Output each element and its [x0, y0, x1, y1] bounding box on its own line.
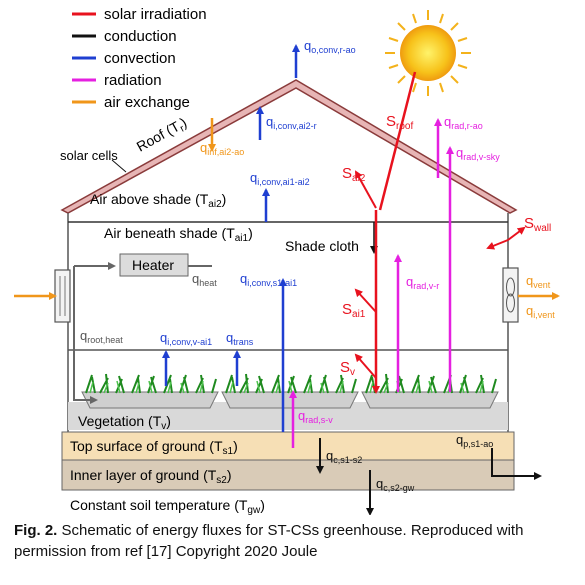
legend-label-solar: solar irradiation — [104, 6, 207, 23]
q-root-heat-label: qroot,heat — [80, 328, 123, 345]
legend-label-convection: convection — [104, 50, 176, 67]
air-beneath-label: Air beneath shade (Tai1) — [104, 225, 253, 244]
inner-ground-layer — [61, 459, 515, 491]
vegetation-label: Vegetation (Tv) — [78, 413, 171, 432]
sun-icon — [385, 10, 471, 96]
s-v-label: Sv — [340, 359, 355, 378]
q-i-conv-ai1-ai2-label: qi,conv,ai1-ai2 — [250, 170, 310, 187]
s-ai2-arrow — [355, 170, 377, 209]
caption-text: Schematic of energy fluxes for ST-CSs gr… — [14, 522, 524, 560]
q-rad-r-ao-label: qrad,r-ao — [444, 114, 483, 131]
figure-caption: Fig. 2. Schematic of energy fluxes for S… — [14, 520, 574, 562]
q-i-conv-ai2-r-label: qi,conv,ai2-r — [266, 114, 317, 131]
q-p-s1-ao-label: qp,s1-ao — [456, 432, 493, 449]
solar-cells-label: solar cells — [60, 148, 118, 163]
s-roof-label: Sroof — [386, 113, 413, 132]
q-o-conv-r-ao-label: qo,conv,r-ao — [304, 38, 356, 55]
legend-label-air-exchange: air exchange — [104, 94, 190, 111]
q-rad-s-v-label: qrad,s-v — [298, 408, 333, 425]
heater-label: Heater — [132, 257, 174, 273]
left-vent — [54, 269, 71, 323]
top-ground-label: Top surface of ground (Ts1) — [70, 438, 238, 457]
figure-number: Fig. 2. — [14, 522, 58, 539]
q-root-heat-arrow — [73, 266, 98, 404]
q-heat-label: qheat — [192, 271, 217, 288]
q-vent-label: qvent — [526, 273, 551, 290]
q-rad-v-sky-label: qrad,v-sky — [456, 145, 500, 162]
q-p-s1-ao-arrow — [491, 448, 542, 480]
legend-label-conduction: conduction — [104, 28, 177, 45]
shade-cloth-label: Shade cloth — [285, 238, 359, 254]
s-ai2-label: Sai2 — [342, 165, 366, 184]
q-i-conv-s1-ai1-label: qi,conv,s1-ai1 — [240, 271, 297, 288]
q-c-s1-s2-label: qc,s1-s2 — [326, 448, 362, 465]
inner-ground-label: Inner layer of ground (Ts2) — [70, 467, 232, 486]
s-ai1-arrow — [354, 288, 377, 313]
s-wall-arrow-2 — [507, 226, 526, 241]
s-wall-arrow-1 — [486, 239, 509, 250]
solar-incident-arrow — [378, 71, 417, 211]
shade-cloth — [282, 222, 378, 255]
legend-label-radiation: radiation — [104, 72, 162, 89]
greenhouse-walls — [67, 213, 509, 432]
q-c-s2-gw-label: qc,s2-gw — [376, 476, 415, 493]
s-v-arrow — [354, 353, 377, 379]
q-i-conv-v-ai1-label: qi,conv,v-ai1 — [160, 330, 212, 347]
legend: solar irradiation conduction convection … — [72, 6, 207, 111]
solar-cells-pointer — [111, 159, 127, 173]
q-inf-ai2-ao-label: qinf,ai2-ao — [200, 140, 244, 157]
air-above-label: Air above shade (Tai2) — [90, 191, 226, 210]
s-ai1-label: Sai1 — [342, 301, 366, 320]
s-wall-label: Swall — [524, 215, 551, 234]
greenhouse-diagram: solar irradiation conduction convection … — [14, 6, 560, 515]
q-i-vent-label: qi,vent — [526, 303, 555, 320]
q-trans-label: qtrans — [226, 330, 254, 347]
top-ground-layer — [61, 431, 515, 461]
fan-icon — [502, 267, 519, 323]
constant-soil-label: Constant soil temperature (Tgw) — [70, 497, 265, 515]
q-rad-v-r-label: qrad,v-r — [406, 274, 439, 291]
